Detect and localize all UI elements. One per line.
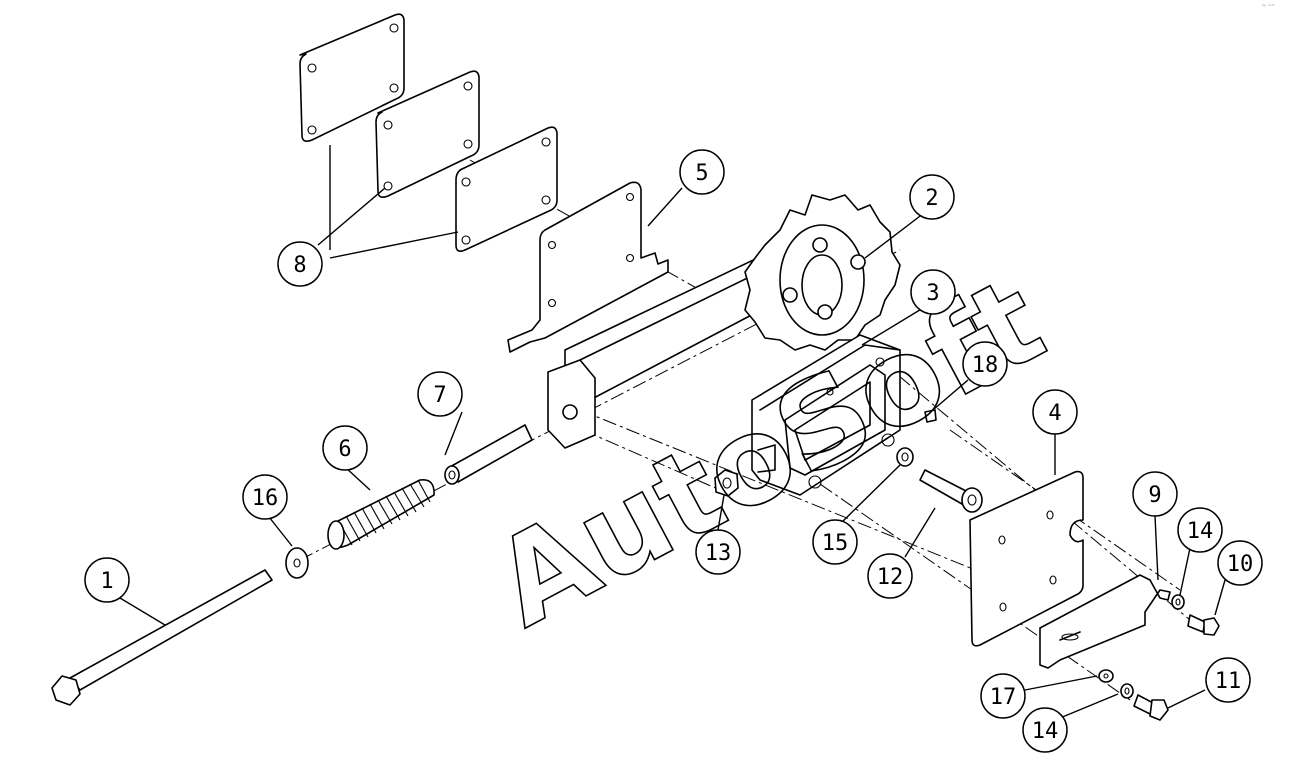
washer-15	[896, 447, 914, 467]
callout-14-lower: 14	[1022, 707, 1068, 753]
sprocket	[744, 194, 901, 351]
hex-nut-13	[714, 469, 739, 497]
callout-17: 17	[980, 673, 1026, 719]
callout-13: 13	[695, 529, 741, 575]
callout-2: 2	[909, 174, 955, 220]
callout-1: 1	[84, 557, 130, 603]
callout-14-upper-label: 14	[1187, 519, 1214, 544]
leader-lines	[119, 145, 1226, 719]
callout-16-label: 16	[252, 486, 279, 511]
callout-9: 9	[1132, 471, 1178, 517]
callout-5: 5	[679, 149, 725, 195]
callout-10: 10	[1217, 540, 1263, 586]
bushing-tube	[444, 424, 533, 485]
callout-5-label: 5	[695, 161, 708, 186]
long-bolt	[51, 569, 273, 706]
callout-8-label: 8	[293, 253, 306, 278]
callout-13-label: 13	[705, 541, 732, 566]
callout-18: 18	[962, 341, 1008, 387]
spring	[327, 478, 435, 550]
callout-11: 11	[1205, 657, 1251, 703]
callout-7-label: 7	[433, 383, 446, 408]
callout-10-label: 10	[1227, 552, 1254, 577]
callout-4: 4	[1032, 389, 1078, 435]
callout-12: 12	[867, 553, 913, 599]
callout-2-label: 2	[925, 186, 938, 211]
callout-18-label: 18	[972, 353, 999, 378]
cap-screw-12	[919, 469, 983, 513]
callout-3-label: 3	[926, 281, 939, 306]
bracket-plate	[507, 181, 669, 353]
callout-7: 7	[417, 371, 463, 417]
gasket-plate-1	[299, 13, 405, 142]
callout-1-label: 1	[100, 569, 113, 594]
callout-11-label: 11	[1215, 669, 1242, 694]
callout-15: 15	[812, 519, 858, 565]
gasket-plate-3	[455, 126, 558, 252]
callout-8: 8	[277, 241, 323, 287]
bolt-11	[1133, 694, 1169, 721]
frame-block	[751, 334, 901, 496]
callout-3: 3	[910, 269, 956, 315]
callout-6: 6	[322, 425, 368, 471]
callout-4-label: 4	[1048, 401, 1061, 426]
callout-6-label: 6	[338, 437, 351, 462]
bolt-10	[1187, 614, 1220, 636]
angle-bracket	[1039, 574, 1171, 669]
lock-washer-14-upper	[1171, 594, 1185, 610]
gasket-plate-2	[375, 70, 480, 198]
corner-mark: ᵃᵖ ˢᵒᶠᵗ	[1262, 4, 1275, 10]
mounting-plate	[969, 470, 1084, 647]
lock-washer-14-lower	[1120, 683, 1134, 699]
callout-15-label: 15	[822, 531, 849, 556]
callout-16: 16	[242, 474, 288, 520]
callout-14-lower-label: 14	[1032, 719, 1059, 744]
washer-17	[1098, 669, 1114, 683]
set-screw-18	[924, 409, 937, 423]
callout-17-label: 17	[990, 685, 1017, 710]
callout-12-label: 12	[877, 565, 904, 590]
callout-9-label: 9	[1148, 483, 1161, 508]
washer-16	[285, 547, 309, 579]
callout-14-upper: 14	[1177, 507, 1223, 553]
